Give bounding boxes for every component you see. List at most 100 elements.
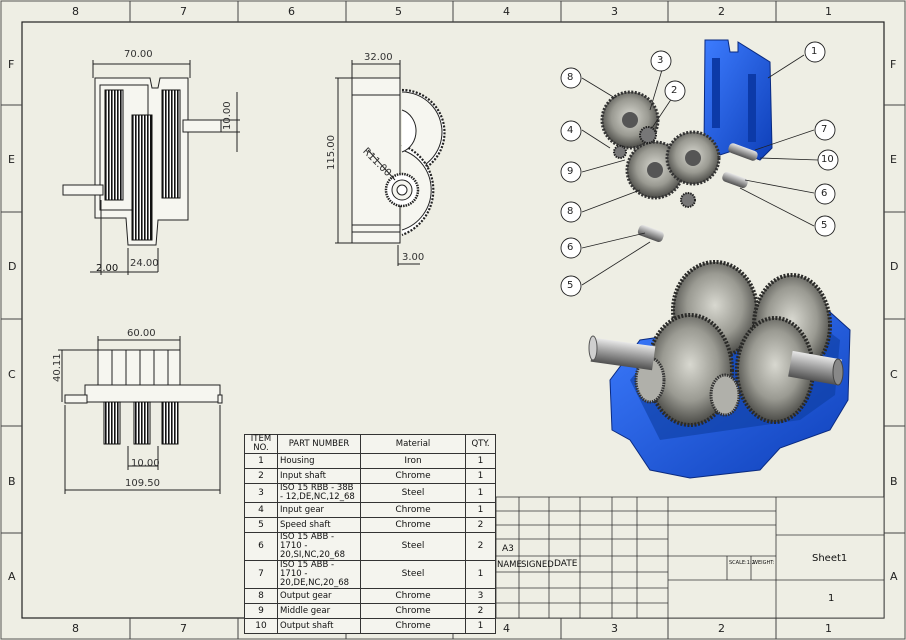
bom-item: 8	[244, 588, 278, 604]
row-label: C	[890, 368, 898, 381]
table-row: 3 ISO 15 RBB - 38B - 12,DE,NC,12_68 Stee…	[244, 483, 496, 503]
table-row: 2 Input shaft Chrome 1	[244, 468, 496, 484]
bom-qty: 2	[465, 517, 496, 533]
column-label: 2	[718, 5, 725, 18]
column-label: 3	[611, 622, 618, 635]
bom-part: Input shaft	[277, 468, 361, 484]
column-label: 6	[288, 5, 295, 18]
bom-part: ISO 15 ABB - 1710 - 20,DE,NC,20_68	[277, 560, 361, 589]
bom-material: Steel	[360, 532, 466, 561]
bom-item: 2	[244, 468, 278, 484]
column-label: 8	[72, 5, 79, 18]
bom-header-material: Material	[360, 434, 466, 454]
table-row: 9 Middle gear Chrome 2	[244, 603, 496, 619]
bom-qty: 1	[465, 483, 496, 503]
scale-label: SCALE:1:2	[729, 560, 755, 566]
bom-part: Output gear	[277, 588, 361, 604]
bom-material: Steel	[360, 560, 466, 589]
bom-part: Input gear	[277, 502, 361, 518]
bom-item: 7	[244, 560, 278, 589]
bom-item: 10	[244, 618, 278, 634]
title-block	[495, 496, 885, 619]
bom-part: Speed shaft	[277, 517, 361, 533]
front-view	[62, 60, 240, 275]
dimension-label: 115.00	[326, 135, 337, 170]
signed-label: SIGNED	[521, 560, 554, 570]
bom-material: Chrome	[360, 618, 466, 634]
balloon-label: 6	[567, 242, 574, 253]
row-label: B	[890, 475, 898, 488]
bom-part: ISO 15 ABB - 1710 - 20,SI,NC,20_68	[277, 532, 361, 561]
bom-qty: 1	[465, 468, 496, 484]
dimension-label: 3.00	[402, 252, 425, 263]
balloon-label: 3	[657, 55, 664, 66]
column-label: 2	[718, 622, 725, 635]
dimension-label: 60.00	[127, 328, 156, 339]
row-label: A	[8, 570, 16, 583]
table-row: 4 Input gear Chrome 1	[244, 502, 496, 518]
table-row: 7 ISO 15 ABB - 1710 - 20,DE,NC,20_68 Ste…	[244, 560, 496, 589]
dimension-label: 70.00	[124, 49, 153, 60]
row-label: F	[8, 58, 15, 71]
bom-item: 4	[244, 502, 278, 518]
assembled-view	[588, 260, 851, 479]
dimension-label: 32.00	[364, 52, 393, 63]
bom-qty: 1	[465, 502, 496, 518]
side-view	[335, 60, 446, 266]
table-row: 6 ISO 15 ABB - 1710 - 20,SI,NC,20_68 Ste…	[244, 532, 496, 561]
row-label: F	[890, 58, 897, 71]
dimension-label: 2.00	[96, 263, 119, 274]
balloon-label: 9	[567, 166, 574, 177]
bom-item: 9	[244, 603, 278, 619]
table-row: 8 Output gear Chrome 3	[244, 588, 496, 604]
column-label: 4	[503, 622, 510, 635]
balloon-label: 5	[821, 220, 828, 231]
name-label: NAME	[497, 560, 522, 570]
row-label: D	[890, 260, 899, 273]
table-row: 1 Housing Iron 1	[244, 453, 496, 469]
bom-qty: 2	[465, 603, 496, 619]
bom-part: ISO 15 RBB - 38B - 12,DE,NC,12_68	[277, 483, 361, 503]
bom-item: 1	[244, 453, 278, 469]
bom-qty: 1	[465, 560, 496, 589]
dimension-label: 40.11	[52, 353, 63, 382]
bom-material: Chrome	[360, 468, 466, 484]
sheet-size: A3	[502, 544, 514, 554]
bom-part: Middle gear	[277, 603, 361, 619]
column-label: 8	[72, 622, 79, 635]
column-label: 7	[180, 5, 187, 18]
bom-material: Chrome	[360, 517, 466, 533]
column-label: 4	[503, 5, 510, 18]
bill-of-materials-table: ITEM NO. PART NUMBER Material QTY. 1 Hou…	[244, 434, 496, 634]
bom-header-item: ITEM NO.	[244, 434, 278, 454]
weight-label: WEIGHT:	[753, 560, 775, 566]
balloon-label: 10	[821, 154, 834, 165]
dimension-label: 10.00	[131, 458, 160, 469]
balloon-label: 4	[567, 125, 574, 136]
balloon-label: 7	[821, 124, 828, 135]
bom-qty: 2	[465, 532, 496, 561]
row-label: E	[8, 153, 15, 166]
column-label: 3	[611, 5, 618, 18]
bom-part: Housing	[277, 453, 361, 469]
balloon-label: 2	[671, 85, 678, 96]
exploded-view	[560, 39, 839, 297]
bom-item: 5	[244, 517, 278, 533]
sheet-number: 1	[828, 593, 835, 604]
bom-part: Output shaft	[277, 618, 361, 634]
balloon-label: 1	[811, 46, 818, 57]
bom-material: Chrome	[360, 588, 466, 604]
bom-qty: 1	[465, 453, 496, 469]
row-label: A	[890, 570, 898, 583]
row-label: C	[8, 368, 16, 381]
bom-material: Steel	[360, 483, 466, 503]
dimension-label: 24.00	[130, 258, 159, 269]
row-label: D	[8, 260, 17, 273]
bom-qty: 1	[465, 618, 496, 634]
column-label: 7	[180, 622, 187, 635]
table-row: 10 Output shaft Chrome 1	[244, 618, 496, 634]
dimension-label: 10.00	[222, 101, 233, 130]
balloon-label: 8	[567, 72, 574, 83]
